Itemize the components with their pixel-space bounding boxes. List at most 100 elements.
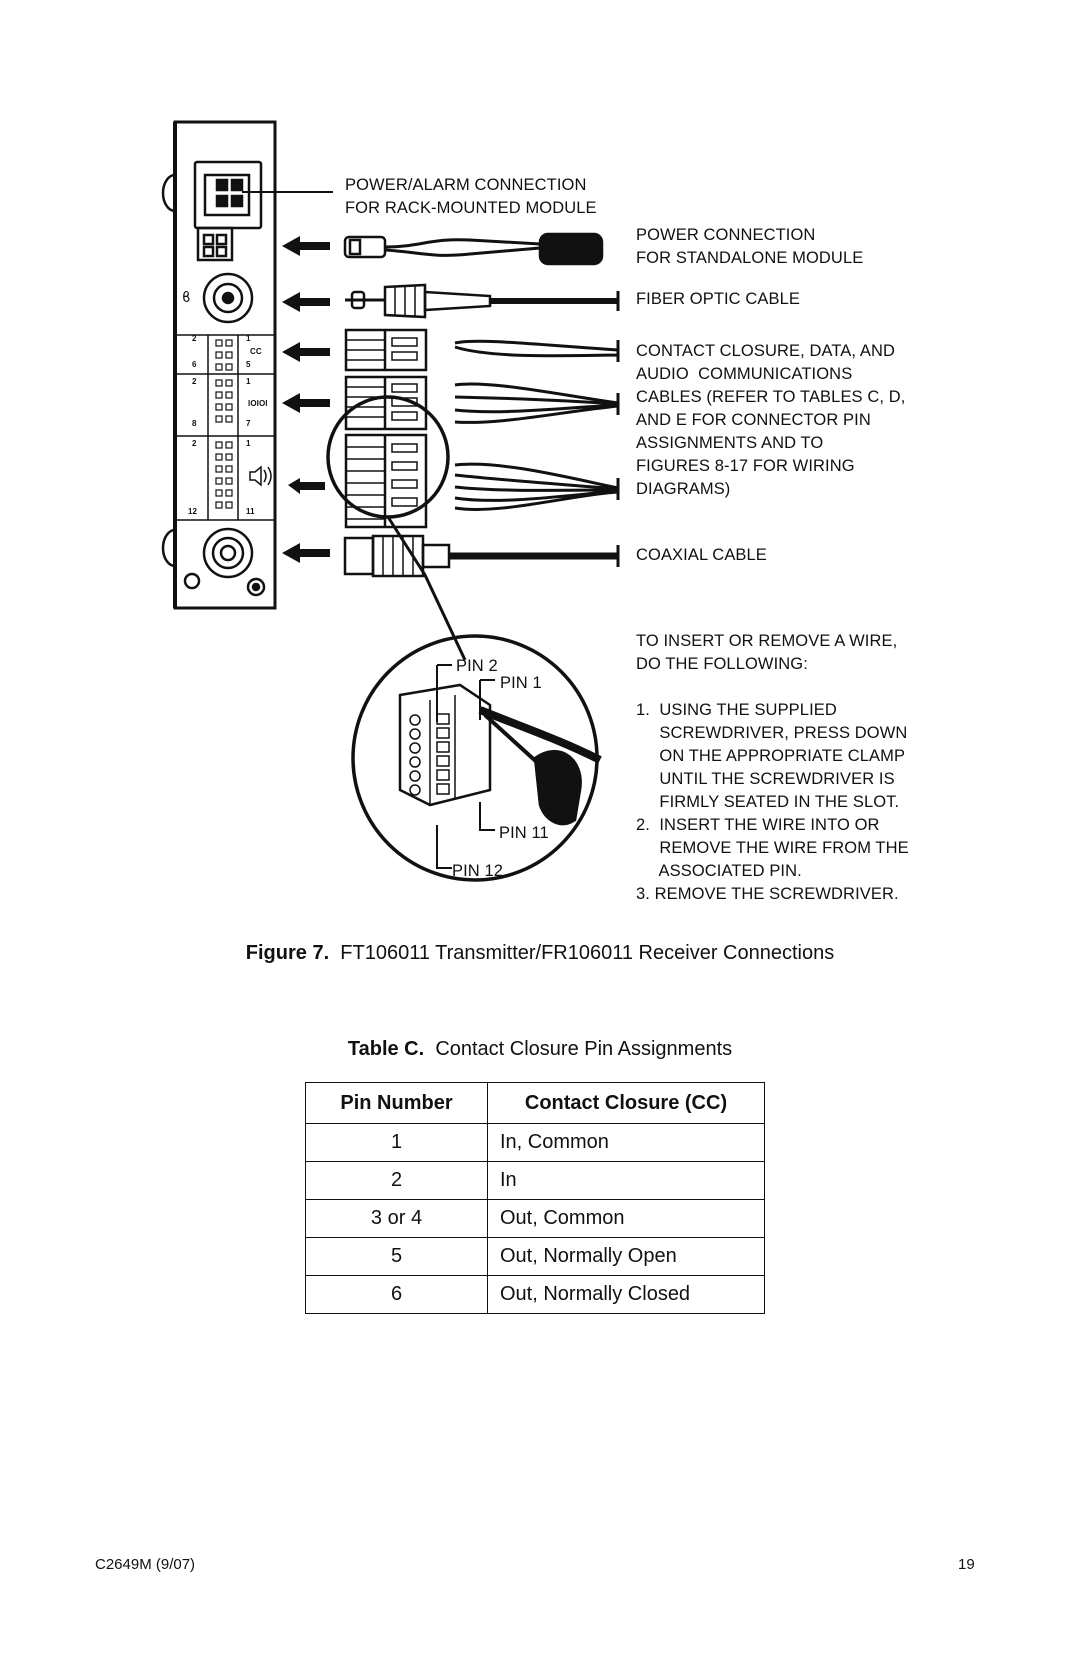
pin-socket bbox=[215, 339, 223, 347]
pin-socket bbox=[215, 477, 223, 485]
table-cell: In bbox=[487, 1161, 765, 1200]
panel-label: 8 bbox=[192, 419, 197, 428]
table-cell: Out, Common bbox=[487, 1199, 765, 1238]
pin-hole bbox=[409, 770, 421, 782]
panel-label-data: IOIOI bbox=[248, 399, 268, 408]
panel-label: 12 bbox=[188, 507, 198, 516]
document-id: C2649M (9/07) bbox=[95, 1556, 196, 1573]
panel-label: 2 bbox=[192, 334, 197, 343]
pin-label-12: PIN 12 bbox=[452, 862, 504, 880]
power-alarm-connector bbox=[193, 160, 263, 262]
table-cell: In, Common bbox=[487, 1123, 765, 1162]
callout-coax: COAXIAL CABLE bbox=[636, 546, 767, 564]
table-cell: 1 bbox=[305, 1123, 488, 1162]
terminal-plug-cc bbox=[344, 328, 620, 372]
pin-label-1: PIN 1 bbox=[500, 674, 542, 692]
table-cell: 3 or 4 bbox=[305, 1199, 488, 1238]
figure-caption-label: Figure 7. bbox=[245, 942, 330, 964]
pin-socket bbox=[225, 351, 233, 359]
panel-terminal-blocks bbox=[175, 334, 275, 521]
panel-label: 1 bbox=[246, 334, 251, 343]
table-header: Pin Number bbox=[305, 1082, 488, 1124]
table-caption-label: Table C. bbox=[347, 1038, 425, 1060]
pin-label-11: PIN 11 bbox=[499, 824, 549, 842]
arrow-icon bbox=[282, 236, 330, 563]
table-row: 6 Out, Normally Closed bbox=[305, 1275, 765, 1314]
pin-socket bbox=[215, 351, 223, 359]
pin-socket bbox=[225, 391, 233, 399]
pin-socket bbox=[225, 489, 233, 497]
pin-clamp bbox=[436, 783, 450, 795]
panel-label: 2 bbox=[192, 439, 197, 448]
figure-caption-text: FT106011 Transmitter/FR106011 Receiver C… bbox=[340, 942, 835, 964]
table-cell: 5 bbox=[305, 1237, 488, 1276]
pin-hole bbox=[409, 784, 421, 796]
pin-clamp bbox=[436, 755, 450, 767]
pin-socket bbox=[225, 363, 233, 371]
pin-socket bbox=[225, 379, 233, 387]
pin-socket bbox=[225, 441, 233, 449]
callout-power-alarm: POWER/ALARM CONNECTION FOR RACK-MOUNTED … bbox=[345, 176, 597, 217]
panel-label: 6 bbox=[192, 360, 197, 369]
figure-caption: Figure 7. FT106011 Transmitter/FR106011 … bbox=[0, 942, 1080, 965]
coax-port bbox=[183, 527, 266, 597]
pin-socket bbox=[215, 391, 223, 399]
pin-socket bbox=[225, 477, 233, 485]
pin-socket bbox=[215, 379, 223, 387]
panel-label: 5 bbox=[246, 360, 251, 369]
pin-socket bbox=[215, 403, 223, 411]
table-row: 5 Out, Normally Open bbox=[305, 1237, 765, 1276]
panel-label: 7 bbox=[246, 419, 251, 428]
power-plug bbox=[343, 232, 604, 266]
table-cell: 6 bbox=[305, 1275, 488, 1314]
table-row: 3 or 4 Out, Common bbox=[305, 1199, 765, 1238]
pin-socket bbox=[215, 453, 223, 461]
pin-label-2: PIN 2 bbox=[456, 657, 498, 675]
pin-clamp bbox=[436, 741, 450, 753]
module-panel bbox=[161, 120, 277, 610]
callout-power-standalone: POWER CONNECTION FOR STANDALONE MODULE bbox=[636, 226, 864, 267]
pin-hole bbox=[409, 714, 421, 726]
pin-detail-inset bbox=[351, 634, 602, 882]
table-cell: 2 bbox=[305, 1161, 488, 1200]
page-number: 19 bbox=[958, 1556, 975, 1573]
pin-clamp bbox=[436, 727, 450, 739]
pin-clamp bbox=[436, 713, 450, 725]
connections-figure: ϐ bbox=[161, 120, 620, 882]
fiber-cable bbox=[345, 283, 620, 319]
pin-socket bbox=[215, 501, 223, 509]
pin-socket bbox=[215, 363, 223, 371]
terminal-plug-audio bbox=[344, 433, 620, 529]
pin-socket bbox=[225, 403, 233, 411]
panel-label: 11 bbox=[246, 507, 255, 516]
pin-assignment-table: Pin Number Contact Closure (CC) 1 In, Co… bbox=[305, 1082, 765, 1314]
pin-socket bbox=[215, 415, 223, 423]
table-cell: Out, Normally Open bbox=[487, 1237, 765, 1276]
panel-label-cc: CC bbox=[250, 347, 262, 356]
pin-socket bbox=[215, 465, 223, 473]
table-header-row: Pin Number Contact Closure (CC) bbox=[305, 1082, 765, 1124]
callout-fiber: FIBER OPTIC CABLE bbox=[636, 290, 800, 308]
pin-socket bbox=[225, 501, 233, 509]
callout-contact-cables: CONTACT CLOSURE, DATA, AND AUDIO COMMUNI… bbox=[636, 342, 906, 498]
panel-label: 1 bbox=[246, 439, 251, 448]
pin-clamp bbox=[436, 769, 450, 781]
pin-socket bbox=[215, 489, 223, 497]
panel-label: 2 bbox=[192, 377, 197, 386]
svg-text:ϐ: ϐ bbox=[182, 290, 191, 306]
table-cell: Out, Normally Closed bbox=[487, 1275, 765, 1314]
terminal-plug-data bbox=[344, 375, 620, 431]
table-header: Contact Closure (CC) bbox=[487, 1082, 765, 1124]
pin-socket bbox=[225, 453, 233, 461]
coax-cable bbox=[343, 534, 620, 578]
pin-socket bbox=[215, 441, 223, 449]
table-row: 2 In bbox=[305, 1161, 765, 1200]
pin-hole bbox=[409, 728, 421, 740]
table-row: 1 In, Common bbox=[305, 1123, 765, 1162]
table-caption-text: Contact Closure Pin Assignments bbox=[435, 1038, 733, 1060]
panel-label: 1 bbox=[246, 377, 251, 386]
pin-socket bbox=[225, 415, 233, 423]
pin-socket bbox=[225, 465, 233, 473]
fiber-port: ϐ bbox=[182, 272, 254, 324]
pin-socket bbox=[225, 339, 233, 347]
